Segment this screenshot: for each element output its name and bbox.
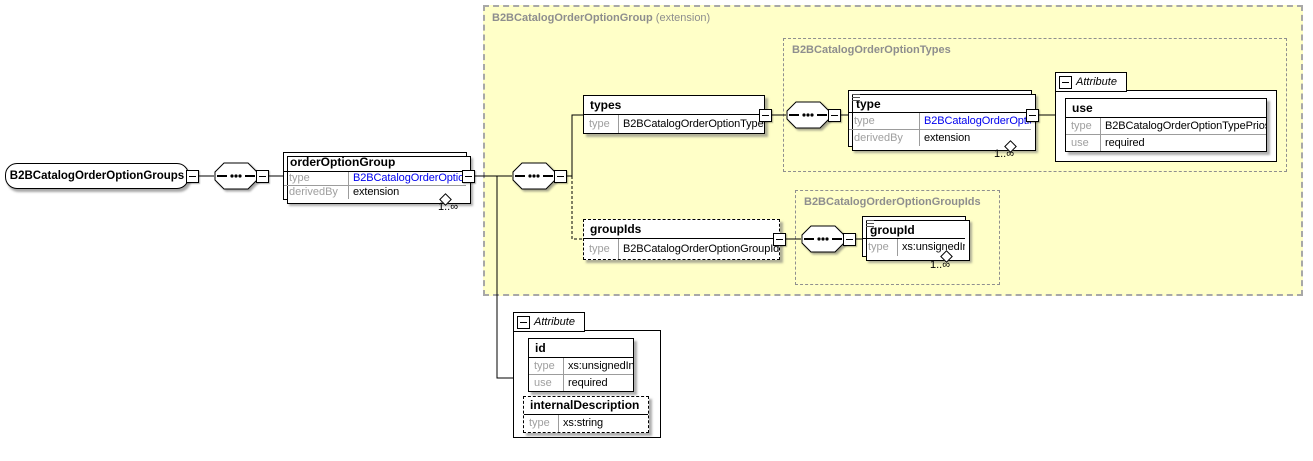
- property-label: type: [849, 113, 920, 129]
- collapse-toggle-icon[interactable]: [759, 109, 772, 122]
- property-value: B2BCatalogOrderOptionTypes: [623, 118, 764, 130]
- collapse-toggle-icon[interactable]: [828, 109, 841, 122]
- property-value: B2BCatalogOrderOptionTypePrios: [1105, 120, 1266, 132]
- element-title: groupId: [870, 223, 915, 237]
- cardinality-label: 1..∞: [930, 259, 951, 271]
- attribute-title: use: [1072, 101, 1093, 115]
- property-row: type B2BCatalogOrderOptionTypePrios: [1066, 118, 1266, 134]
- property-row: derivedBy extension: [284, 185, 466, 199]
- property-label: use: [1066, 135, 1101, 151]
- property-row: type B2BCatalogOrderOptions: [849, 113, 1031, 129]
- annotation-lines-icon: [866, 220, 874, 228]
- sequence-icon[interactable]: [512, 162, 556, 190]
- property-value: B2BCatalogOrderOptionGroupIds: [623, 243, 779, 255]
- type-link[interactable]: B2BCatalogOrderOptionG...: [353, 172, 466, 184]
- types-subgroup: [783, 38, 1287, 172]
- collapse-toggle-icon[interactable]: [186, 170, 199, 183]
- attribute-use[interactable]: use type B2BCatalogOrderOptionTypePrios …: [1065, 98, 1267, 152]
- groupids-subgroup: [795, 190, 1000, 285]
- collapse-toggle-icon[interactable]: [1059, 75, 1072, 89]
- attribute-group-tab: Attribute: [1055, 72, 1127, 92]
- attribute-id[interactable]: id type xs:unsignedInt use required: [528, 338, 634, 392]
- collapse-toggle-icon[interactable]: [517, 315, 530, 329]
- collapse-toggle-icon[interactable]: [554, 170, 567, 183]
- sequence-icon[interactable]: [801, 225, 845, 253]
- property-value: required: [1105, 137, 1145, 149]
- attribute-group-tab: Attribute: [513, 312, 585, 332]
- element-b2bcatalogorderoptiongroups[interactable]: B2BCatalogOrderOptionGroups: [5, 163, 189, 189]
- extension-region-title: B2BCatalogOrderOptionGroup: [492, 12, 653, 24]
- property-row: type xs:string: [524, 415, 648, 432]
- property-label: type: [284, 172, 349, 185]
- property-label: type: [863, 239, 898, 256]
- element-title: type: [856, 97, 881, 111]
- attribute-title: internalDescription: [530, 398, 640, 412]
- element-groupids[interactable]: groupIds type B2BCatalogOrderOptionGroup…: [583, 219, 780, 260]
- groupids-subgroup-label: B2BCatalogOrderOptionGroupIds: [804, 196, 981, 208]
- property-row: type B2BCatalogOrderOptionTypes: [584, 115, 764, 133]
- property-label: use: [529, 375, 564, 391]
- collapse-toggle-icon[interactable]: [256, 170, 269, 183]
- collapse-toggle-icon[interactable]: [462, 170, 475, 183]
- collapse-toggle-icon[interactable]: [773, 233, 786, 246]
- property-value: xs:unsignedInt: [902, 241, 965, 253]
- property-label: type: [529, 358, 564, 374]
- attribute-title: id: [535, 341, 546, 355]
- extension-region-suffix: (extension): [655, 12, 711, 24]
- types-subgroup-label: B2BCatalogOrderOptionTypes: [792, 44, 951, 56]
- property-row: type xs:unsignedInt: [529, 358, 633, 374]
- property-row: use required: [529, 374, 633, 391]
- property-value: extension: [353, 186, 400, 198]
- element-groupid[interactable]: groupId type xs:unsignedInt: [862, 216, 970, 263]
- property-label: derivedBy: [849, 130, 920, 146]
- property-label: type: [524, 415, 559, 432]
- property-row: use required: [1066, 134, 1266, 151]
- cardinality-label: 1..∞: [438, 201, 459, 213]
- property-row: type B2BCatalogOrderOptionGroupIds: [584, 239, 779, 259]
- collapse-toggle-icon[interactable]: [843, 233, 856, 246]
- property-row: type B2BCatalogOrderOptionG...: [284, 172, 466, 185]
- element-title: orderOptionGroup: [290, 155, 396, 169]
- attribute-tab-label: Attribute: [534, 316, 575, 328]
- property-label: derivedBy: [284, 186, 349, 199]
- property-value: xs:unsignedInt: [568, 360, 633, 372]
- element-orderoptiongroup[interactable]: orderOptionGroup type B2BCatalogOrderOpt…: [283, 152, 471, 206]
- annotation-lines-icon: [852, 94, 860, 102]
- property-label: type: [584, 115, 619, 133]
- element-types[interactable]: types type B2BCatalogOrderOptionTypes: [583, 95, 765, 134]
- element-title: groupIds: [590, 222, 642, 236]
- property-label: type: [1066, 118, 1101, 134]
- property-value: xs:string: [563, 417, 604, 429]
- element-title: types: [590, 98, 622, 112]
- extension-region-label: B2BCatalogOrderOptionGroup (extension): [492, 12, 710, 24]
- attribute-internaldescription[interactable]: internalDescription type xs:string: [523, 396, 649, 433]
- attribute-tab-label: Attribute: [1076, 76, 1117, 88]
- property-row: derivedBy extension: [849, 129, 1031, 146]
- property-value: extension: [924, 132, 971, 144]
- property-label: type: [584, 239, 619, 259]
- sequence-icon[interactable]: [214, 162, 258, 190]
- property-row: type xs:unsignedInt: [863, 239, 965, 256]
- property-value: required: [568, 377, 608, 389]
- sequence-icon[interactable]: [786, 101, 830, 129]
- collapse-toggle-icon[interactable]: [1026, 109, 1039, 122]
- type-link[interactable]: B2BCatalogOrderOptions: [924, 115, 1031, 127]
- cardinality-label: 1..∞: [994, 148, 1015, 160]
- element-type[interactable]: type type B2BCatalogOrderOptions derived…: [848, 90, 1036, 153]
